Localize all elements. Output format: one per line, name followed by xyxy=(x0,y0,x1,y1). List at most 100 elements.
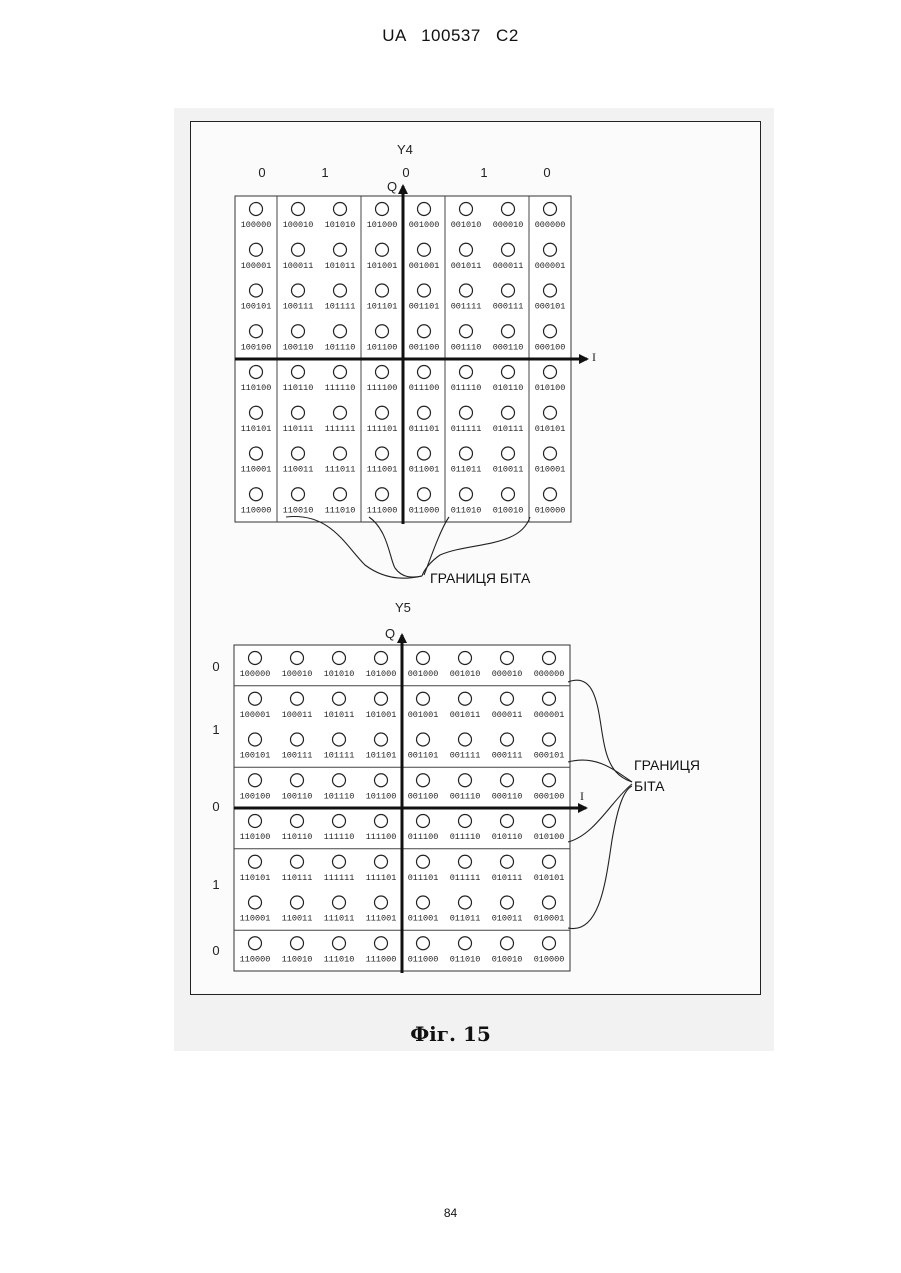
constellation-point-code: 000000 xyxy=(535,220,566,230)
constellation-point-code: 100100 xyxy=(241,342,272,352)
constellation-point-code: 100011 xyxy=(283,261,314,271)
constellation-point-code: 101111 xyxy=(324,751,355,761)
constellation-point-code: 001001 xyxy=(408,710,439,720)
constellation-point-code: 101111 xyxy=(325,302,356,312)
constellation-point-code: 011101 xyxy=(409,424,440,434)
constellation-point-code: 000111 xyxy=(493,302,524,312)
constellation-point-code: 011001 xyxy=(408,914,439,924)
constellation-point-code: 111010 xyxy=(324,954,355,964)
constellation-point-code: 010010 xyxy=(492,954,523,964)
constellation-point-code: 101110 xyxy=(324,791,355,801)
constellation-point-code: 001110 xyxy=(451,342,482,352)
constellation-point-code: 000000 xyxy=(534,669,565,679)
constellation-point-code: 110101 xyxy=(240,873,271,883)
constellation-point-code: 101101 xyxy=(366,751,397,761)
diagram1-column-bits: 01010 xyxy=(258,165,550,180)
diagram1-q-label: Q xyxy=(387,179,397,194)
constellation-point-code: 111011 xyxy=(325,465,356,475)
diagram2-boundary-label-line2: БІТА xyxy=(634,778,665,794)
constellation-point-code: 110010 xyxy=(283,505,314,515)
diagram1-column-bit: 1 xyxy=(321,165,328,180)
constellation-point-code: 011111 xyxy=(450,873,481,883)
constellation-point-code: 100000 xyxy=(240,669,271,679)
constellation-point-code: 101101 xyxy=(367,302,398,312)
constellation-point-code: 001111 xyxy=(450,751,481,761)
diagram1-boundary-curves xyxy=(286,516,530,578)
constellation-point-code: 011110 xyxy=(450,832,481,842)
constellation-point-code: 110001 xyxy=(241,465,272,475)
constellation-point-code: 000100 xyxy=(535,342,566,352)
constellation-point-code: 001111 xyxy=(451,302,482,312)
constellation-point-code: 010110 xyxy=(493,383,524,393)
constellation-point-code: 010110 xyxy=(492,832,523,842)
constellation-point-code: 100111 xyxy=(282,751,313,761)
diagram1-i-label: I xyxy=(592,350,596,364)
constellation-point-code: 010111 xyxy=(492,873,523,883)
constellation-point-code: 001011 xyxy=(451,261,482,271)
figure-caption: Фіг. 15 xyxy=(0,1022,901,1046)
constellation-point-code: 111100 xyxy=(367,383,398,393)
constellation-point-code: 001010 xyxy=(450,669,481,679)
constellation-point-code: 001100 xyxy=(408,791,439,801)
constellation-point-code: 001100 xyxy=(409,342,440,352)
constellation-point-code: 100110 xyxy=(283,342,314,352)
diagram1-boundary-label: ГРАНИЦЯ БІТА xyxy=(430,570,531,586)
constellation-point-code: 011110 xyxy=(451,383,482,393)
constellation-point-code: 000101 xyxy=(534,751,565,761)
constellation-point-code: 111101 xyxy=(367,424,398,434)
constellation-point-code: 011100 xyxy=(409,383,440,393)
constellation-point-code: 110100 xyxy=(240,832,271,842)
diagram1-column-bit: 0 xyxy=(258,165,265,180)
constellation-point-code: 001110 xyxy=(450,791,481,801)
constellation-point-code: 111001 xyxy=(366,914,397,924)
constellation-point-code: 100000 xyxy=(241,220,272,230)
diagram2-row-bit: 0 xyxy=(212,943,219,958)
constellation-point-code: 110100 xyxy=(241,383,272,393)
constellation-point-code: 111111 xyxy=(324,873,355,883)
page-number: 84 xyxy=(0,1206,901,1220)
constellation-point-code: 100001 xyxy=(241,261,272,271)
constellation-point-code: 101011 xyxy=(324,710,355,720)
constellation-point-code: 110110 xyxy=(283,383,314,393)
constellation-point-code: 001101 xyxy=(409,302,440,312)
constellation-point-code: 111000 xyxy=(367,505,398,515)
constellation-point-code: 111011 xyxy=(324,914,355,924)
constellation-point-code: 010100 xyxy=(534,832,565,842)
constellation-point-code: 010101 xyxy=(535,424,566,434)
constellation-point-code: 001001 xyxy=(409,261,440,271)
diagram2-row-bit: 0 xyxy=(212,799,219,814)
diagram2-row-bits: 01010 xyxy=(212,659,219,958)
constellation-point-code: 010000 xyxy=(534,954,565,964)
constellation-point-code: 110011 xyxy=(283,465,314,475)
diagram2-grid: 1000001000101010101010000010000010100000… xyxy=(234,635,586,973)
constellation-point-code: 101011 xyxy=(325,261,356,271)
constellation-point-code: 111111 xyxy=(325,424,356,434)
constellation-point-code: 100111 xyxy=(283,302,314,312)
constellation-point-code: 101100 xyxy=(367,342,398,352)
constellation-point-code: 101010 xyxy=(324,669,355,679)
diagram1-column-bit: 0 xyxy=(402,165,409,180)
diagram2-boundary-label-line1: ГРАНИЦЯ xyxy=(634,757,700,773)
constellation-point-code: 110011 xyxy=(282,914,313,924)
constellation-point-code: 110010 xyxy=(282,954,313,964)
diagram2-title: Y5 xyxy=(395,600,411,615)
constellation-point-code: 011000 xyxy=(408,954,439,964)
constellation-point-code: 011111 xyxy=(451,424,482,434)
constellation-point-code: 100110 xyxy=(282,791,313,801)
constellation-point-code: 010100 xyxy=(535,383,566,393)
constellation-point-code: 011001 xyxy=(409,465,440,475)
constellation-point-code: 111100 xyxy=(366,832,397,842)
diagram2-boundary-curves xyxy=(568,680,632,928)
constellation-point-code: 101000 xyxy=(366,669,397,679)
constellation-point-code: 111110 xyxy=(325,383,356,393)
constellation-point-code: 001010 xyxy=(451,220,482,230)
constellation-point-code: 000111 xyxy=(492,751,523,761)
constellation-point-code: 000001 xyxy=(535,261,566,271)
diagram2-row-bit: 0 xyxy=(212,659,219,674)
constellation-point-code: 011011 xyxy=(450,914,481,924)
constellation-point-code: 000110 xyxy=(493,342,524,352)
constellation-point-code: 011100 xyxy=(408,832,439,842)
constellation-point-code: 111001 xyxy=(367,465,398,475)
constellation-point-code: 000110 xyxy=(492,791,523,801)
